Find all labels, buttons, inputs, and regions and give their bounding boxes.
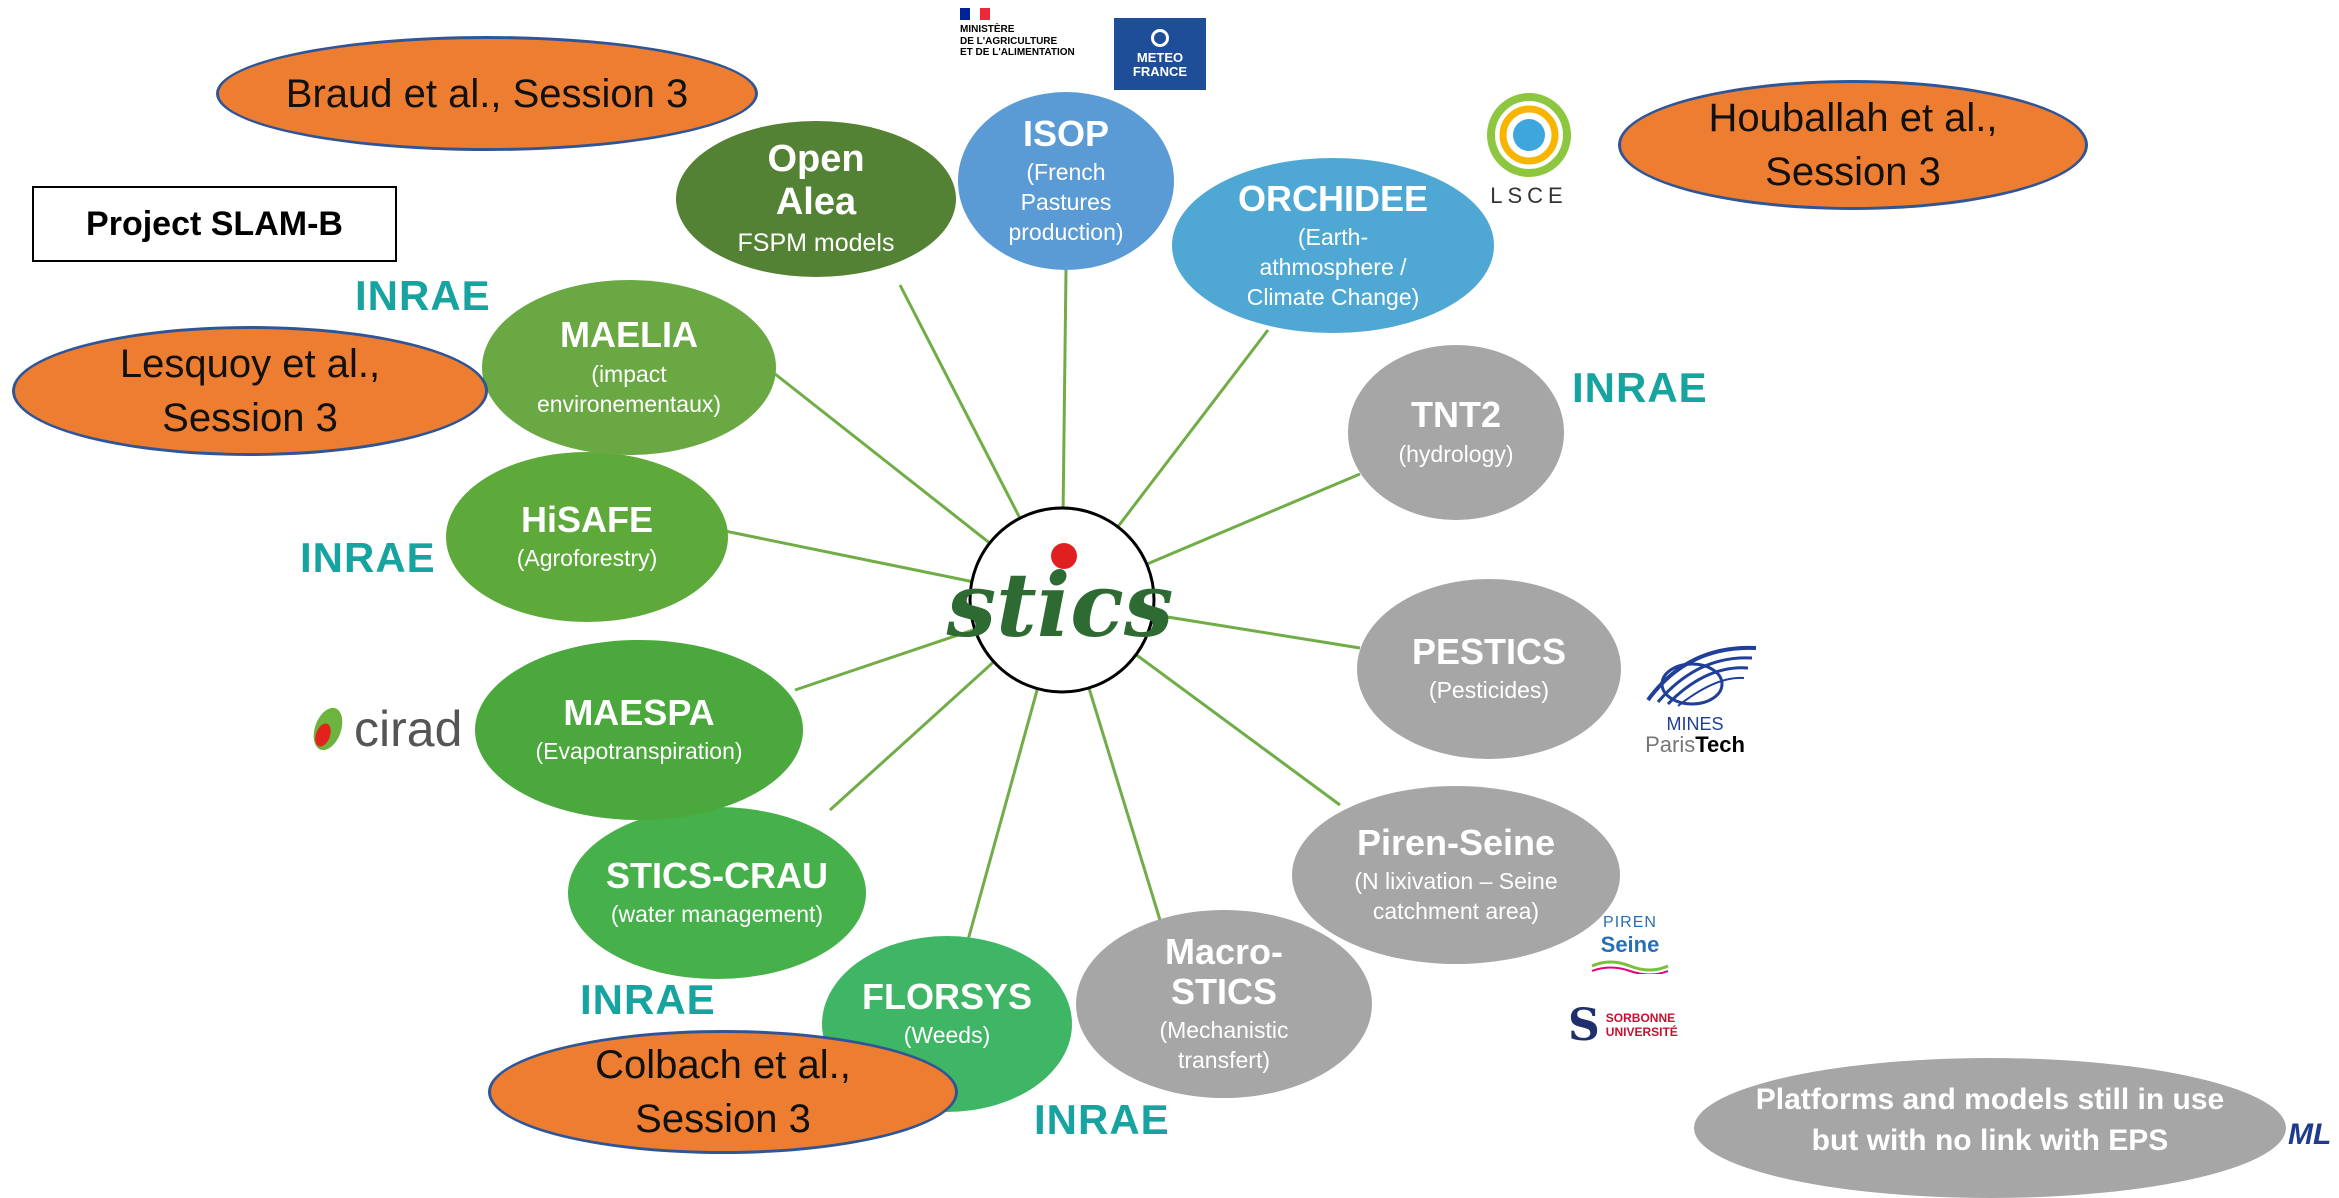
corner-initials: ML xyxy=(2288,1118,2332,1151)
lsce-logo: LSCE xyxy=(1484,92,1574,209)
mines-swirl-icon xyxy=(1646,645,1757,707)
meteo-symbol-icon xyxy=(1151,28,1169,47)
node-title: Open Alea xyxy=(767,138,865,223)
node-subtitle: FSPM models xyxy=(737,229,895,258)
node-title: Macro- STICS xyxy=(1164,930,1284,1013)
node-subtitle: (hydrology) xyxy=(1398,440,1514,467)
cirad-leaf-icon xyxy=(313,707,343,751)
node-title: PESTICS xyxy=(1411,630,1567,672)
legend-oval: Platforms and models still in use but wi… xyxy=(1694,1058,2286,1198)
callout-lesquoy: Lesquoy et al., Session 3 xyxy=(12,326,488,456)
callout-houballah: Houballah et al., Session 3 xyxy=(1618,80,2088,210)
project-label: Project SLAM-B xyxy=(86,204,343,243)
node-isop: ISOP (French Pastures production) xyxy=(958,92,1174,270)
node-title: TNT2 xyxy=(1411,394,1501,436)
node-title: HiSAFE xyxy=(520,498,653,540)
node-sticscrau: STICS-CRAU (water management) xyxy=(568,807,866,979)
sorbonne-s-icon: S xyxy=(1568,1000,1600,1051)
node-subtitle: (Pesticides) xyxy=(1428,677,1550,704)
node-maespa: MAESPA (Evapotranspiration) xyxy=(475,640,803,820)
lsce-rings-icon xyxy=(1487,93,1571,177)
callout-braud: Braud et al., Session 3 xyxy=(216,36,758,151)
seine-text: Seine xyxy=(1600,932,1660,957)
piren-wave-icon xyxy=(1591,960,1669,976)
inrae-logo: INRAΕ xyxy=(300,534,436,581)
inrae-logo: INRAΕ xyxy=(1034,1096,1170,1143)
project-label-box: Project SLAM-B xyxy=(32,186,397,262)
node-subtitle: (N lixivation – Seine catchment area) xyxy=(1354,868,1558,925)
node-title: ISOP xyxy=(1022,113,1110,154)
lsce-text: LSCE xyxy=(1490,183,1568,208)
paristech-text: ParisTech xyxy=(1645,732,1745,757)
node-subtitle: (Agroforestry) xyxy=(516,545,658,572)
meteo-text: METEO FRANCE xyxy=(1132,49,1188,79)
node-maelia: MAELIA (impact environementaux) xyxy=(482,280,776,455)
sorbonne-text: SORBONNE UNIVERSITÉ xyxy=(1605,1010,1678,1039)
piren-text: PIREN xyxy=(1603,914,1657,931)
node-orchidee: ORCHIDEE (Earth- athmosphere / Climate C… xyxy=(1172,158,1494,333)
node-title: FLORSYS xyxy=(861,975,1032,1017)
inrae-logo: INRAΕ xyxy=(580,976,716,1023)
ministere-text: MINISTÈRE DE L'AGRICULTURE ET DE L'ALIME… xyxy=(960,24,1075,58)
node-openalea: Open Alea FSPM models xyxy=(676,121,956,277)
cirad-logo: cirad xyxy=(308,700,462,758)
node-subtitle: (impact environementaux) xyxy=(536,360,722,417)
callout-colbach: Colbach et al., Session 3 xyxy=(488,1030,958,1154)
stics-logo-dot xyxy=(1051,543,1077,569)
cirad-text: cirad xyxy=(354,701,463,757)
node-title: STICS-CRAU xyxy=(606,854,828,896)
meteo-france-logo: METEO FRANCE xyxy=(1114,18,1206,90)
stics-center-circle xyxy=(968,506,1156,694)
mines-text: MINES xyxy=(1666,714,1724,734)
node-tnt2: TNT2 (hydrology) xyxy=(1348,345,1564,520)
node-title: MAELIA xyxy=(560,314,698,356)
french-flag-icon xyxy=(960,8,990,20)
stics-logo: stics xyxy=(946,553,1174,657)
node-hisafe: HiSAFE (Agroforestry) xyxy=(446,452,728,622)
legend-text: Platforms and models still in use but wi… xyxy=(1755,1083,2225,1157)
node-subtitle: (Evapotranspiration) xyxy=(535,738,743,765)
node-subtitle: (Mechanistic transfert) xyxy=(1159,1017,1289,1074)
node-pirenseine: Piren-Seine (N lixivation – Seine catchm… xyxy=(1292,786,1620,964)
sorbonne-logo: S SORBONNE UNIVERSITÉ xyxy=(1568,1000,1678,1051)
node-macrostics: Macro- STICS (Mechanistic transfert) xyxy=(1076,910,1372,1098)
inrae-logo: INRAΕ xyxy=(1572,364,1708,411)
node-title: MAESPA xyxy=(563,691,715,733)
node-subtitle: (French Pastures production) xyxy=(1008,159,1124,246)
spokes-diagram: stics xyxy=(719,269,1361,941)
mines-paristech-logo: MINES ParisTech xyxy=(1628,640,1762,757)
node-pestics: PESTICS (Pesticides) xyxy=(1357,579,1621,759)
inrae-logo: INRAΕ xyxy=(355,272,491,319)
piren-seine-logo: PIREN Seine xyxy=(1590,914,1670,979)
node-subtitle: (Earth- athmosphere / Climate Change) xyxy=(1246,223,1420,310)
node-subtitle: (Weeds) xyxy=(903,1022,991,1049)
ministere-logo: MINISTÈRE DE L'AGRICULTURE ET DE L'ALIME… xyxy=(960,8,1100,59)
node-subtitle: (water management) xyxy=(610,901,824,928)
node-title: Piren-Seine xyxy=(1356,821,1556,863)
node-title: ORCHIDEE xyxy=(1237,177,1429,219)
